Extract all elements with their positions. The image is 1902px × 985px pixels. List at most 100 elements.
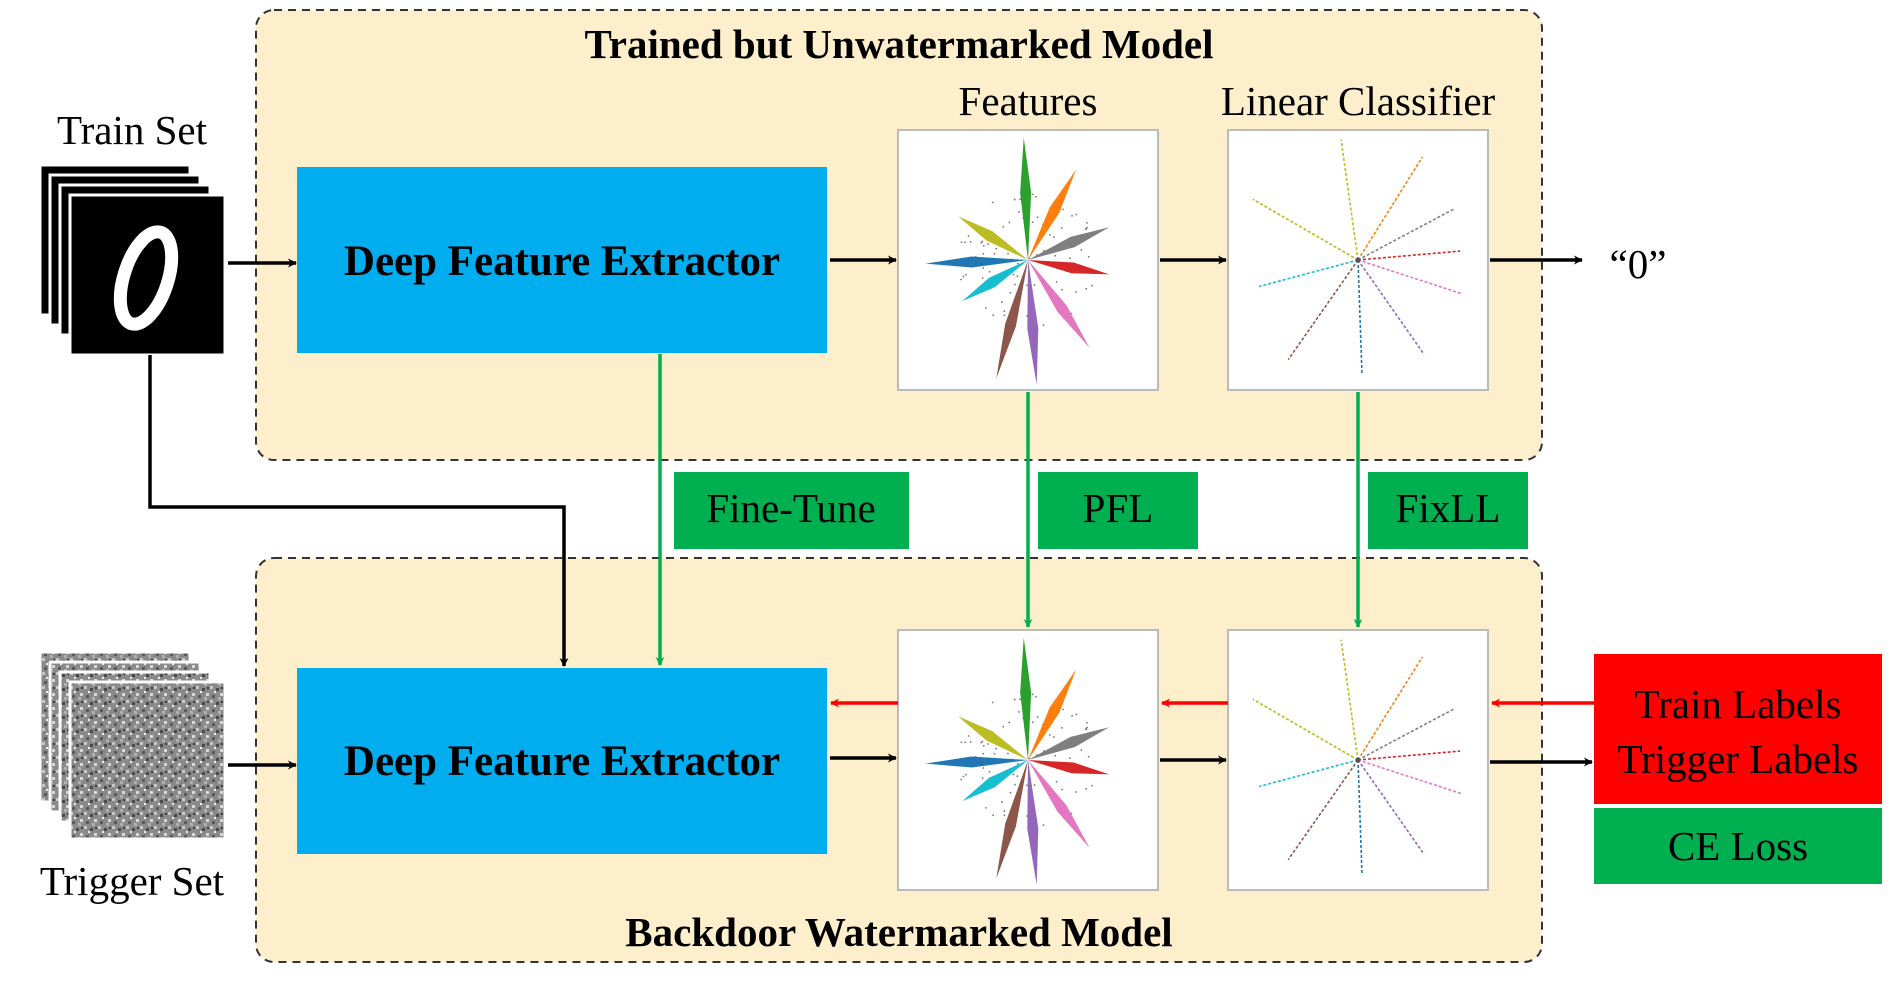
feature-scatter-dot: [1003, 810, 1006, 812]
feature-scatter-dot: [1035, 695, 1037, 698]
feature-scatter-dot: [1016, 262, 1019, 265]
feature-scatter-dot: [1013, 283, 1016, 286]
feature-scatter-dot: [962, 275, 965, 278]
feature-scatter-dot: [1042, 824, 1045, 827]
feature-scatter-dot: [1071, 714, 1073, 717]
extractor-top-label: Deep Feature Extractor: [344, 238, 780, 285]
feature-scatter-dot: [988, 770, 991, 773]
feature-scatter-dot: [1018, 711, 1020, 713]
feature-scatter-dot: [1007, 252, 1009, 255]
feature-scatter-dot: [967, 235, 970, 237]
feature-scatter-dot: [1001, 301, 1003, 303]
feature-scatter-dot: [1007, 752, 1009, 755]
feature-scatter-dot: [1085, 287, 1088, 290]
classifier-boundary-line: [1357, 656, 1424, 761]
feature-scatter-dot: [982, 767, 985, 769]
feature-scatter-dot: [1031, 721, 1034, 724]
feature-scatter-dot: [1086, 721, 1088, 724]
feature-scatter-dot: [1055, 280, 1058, 283]
feature-scatter-dot: [1048, 734, 1051, 736]
feature-cluster-spike: [958, 216, 1028, 260]
ce-loss-box: [1594, 808, 1882, 884]
feature-scatter-dot: [1086, 221, 1088, 224]
feature-scatter-dot: [982, 244, 985, 247]
classifier-label: Linear Classifier: [1221, 78, 1496, 124]
feature-scatter-dot: [1042, 324, 1045, 327]
feature-scatter-dot: [967, 735, 970, 737]
feature-scatter-dot: [962, 775, 965, 778]
feature-scatter-dot: [969, 741, 972, 743]
pfl-label: PFL: [1083, 485, 1154, 531]
classifier-boundary-line: [1340, 639, 1359, 761]
feature-scatter-dot: [1031, 693, 1034, 696]
top-panel-title: Trained but Unwatermarked Model: [584, 21, 1213, 67]
feature-scatter-dot: [1013, 198, 1016, 201]
classifier-boundary-line: [1357, 208, 1455, 261]
feature-scatter-dot: [1016, 275, 1019, 278]
classifier-boundary-line: [1258, 759, 1359, 788]
classifier-boundary-line: [1258, 259, 1359, 288]
feature-scatter-dot: [960, 778, 963, 781]
feature-scatter-dot: [964, 741, 966, 744]
feature-scatter-dot: [995, 247, 998, 250]
feature-cluster-spike: [1028, 227, 1110, 260]
classifier-boundary-line: [1357, 259, 1462, 295]
feature-cluster-spike: [1027, 760, 1039, 885]
classifier-boundary-line: [1357, 259, 1363, 376]
feature-scatter-dot: [1087, 755, 1090, 758]
classifier-boundary-line: [1357, 759, 1363, 876]
feature-cluster-spike: [925, 256, 1028, 268]
fine-tune-tag: [674, 472, 909, 549]
classifier-boundary-line: [1357, 250, 1461, 261]
classifier-boundary-line: [1287, 259, 1359, 361]
feature-scatter-dot: [1085, 728, 1088, 731]
feature-scatter-dot: [980, 741, 983, 744]
feature-cluster-spike: [1028, 669, 1077, 760]
feature-scatter-dot: [1012, 273, 1015, 276]
feature-scatter-dot: [992, 314, 995, 317]
output-label: “0”: [1610, 241, 1667, 287]
feature-scatter-dot: [1009, 291, 1012, 294]
feature-scatter-dot: [992, 814, 995, 817]
feature-scatter-dot: [1031, 221, 1034, 224]
feature-scatter-dot: [1019, 198, 1022, 201]
feature-scatter-dot: [1060, 226, 1063, 229]
feature-scatter-dot: [964, 241, 966, 244]
feature-scatter-dot: [1069, 257, 1071, 260]
feature-cluster-spike: [1028, 169, 1077, 260]
feature-scatter-dot: [1033, 784, 1036, 786]
feature-scatter-dot: [1054, 754, 1057, 757]
classifier-boundary-line: [1357, 759, 1425, 855]
feature-scatter-dot: [1033, 284, 1036, 286]
classifier-boundary-line: [1252, 698, 1359, 761]
extractor-top: [297, 167, 827, 353]
classifier-boundary-line: [1357, 708, 1455, 761]
classifier-lines-top: [1252, 139, 1462, 376]
ce-loss-text: CE Loss: [1668, 823, 1808, 869]
feature-scatter-dot: [1013, 783, 1016, 786]
feature-scatter-dot: [1025, 784, 1028, 787]
feature-scatter-dot: [1062, 708, 1064, 711]
feature-scatter-dot: [1080, 249, 1083, 251]
feature-scatter-dot: [1009, 791, 1012, 794]
feature-scatter-dot: [965, 773, 967, 776]
feature-scatter-dot: [1075, 791, 1077, 793]
fixll-label: FixLL: [1396, 485, 1501, 531]
feature-scatter-dot: [1036, 216, 1039, 219]
feature-scatter-dot: [982, 752, 985, 755]
train-set-label: Train Set: [57, 107, 208, 153]
feature-cluster-spike: [996, 260, 1028, 379]
extractor-bottom: [297, 668, 827, 854]
feature-scatter-dot: [1060, 726, 1063, 729]
classifier-plot-top: [1227, 129, 1489, 391]
classifier-boundary-line: [1340, 139, 1359, 261]
feature-cluster-spike: [962, 760, 1028, 802]
feature-scatter-dot: [1091, 284, 1093, 287]
feature-scatter-dot: [1069, 757, 1071, 760]
feature-scatter-dot: [1048, 234, 1051, 236]
train-labels-text: Train Labels: [1635, 681, 1842, 727]
feature-scatter-dot: [982, 744, 985, 747]
feature-cluster-spike: [962, 260, 1028, 302]
feature-scatter-dot: [1061, 288, 1063, 291]
feature-scatter-dot: [1003, 314, 1006, 317]
